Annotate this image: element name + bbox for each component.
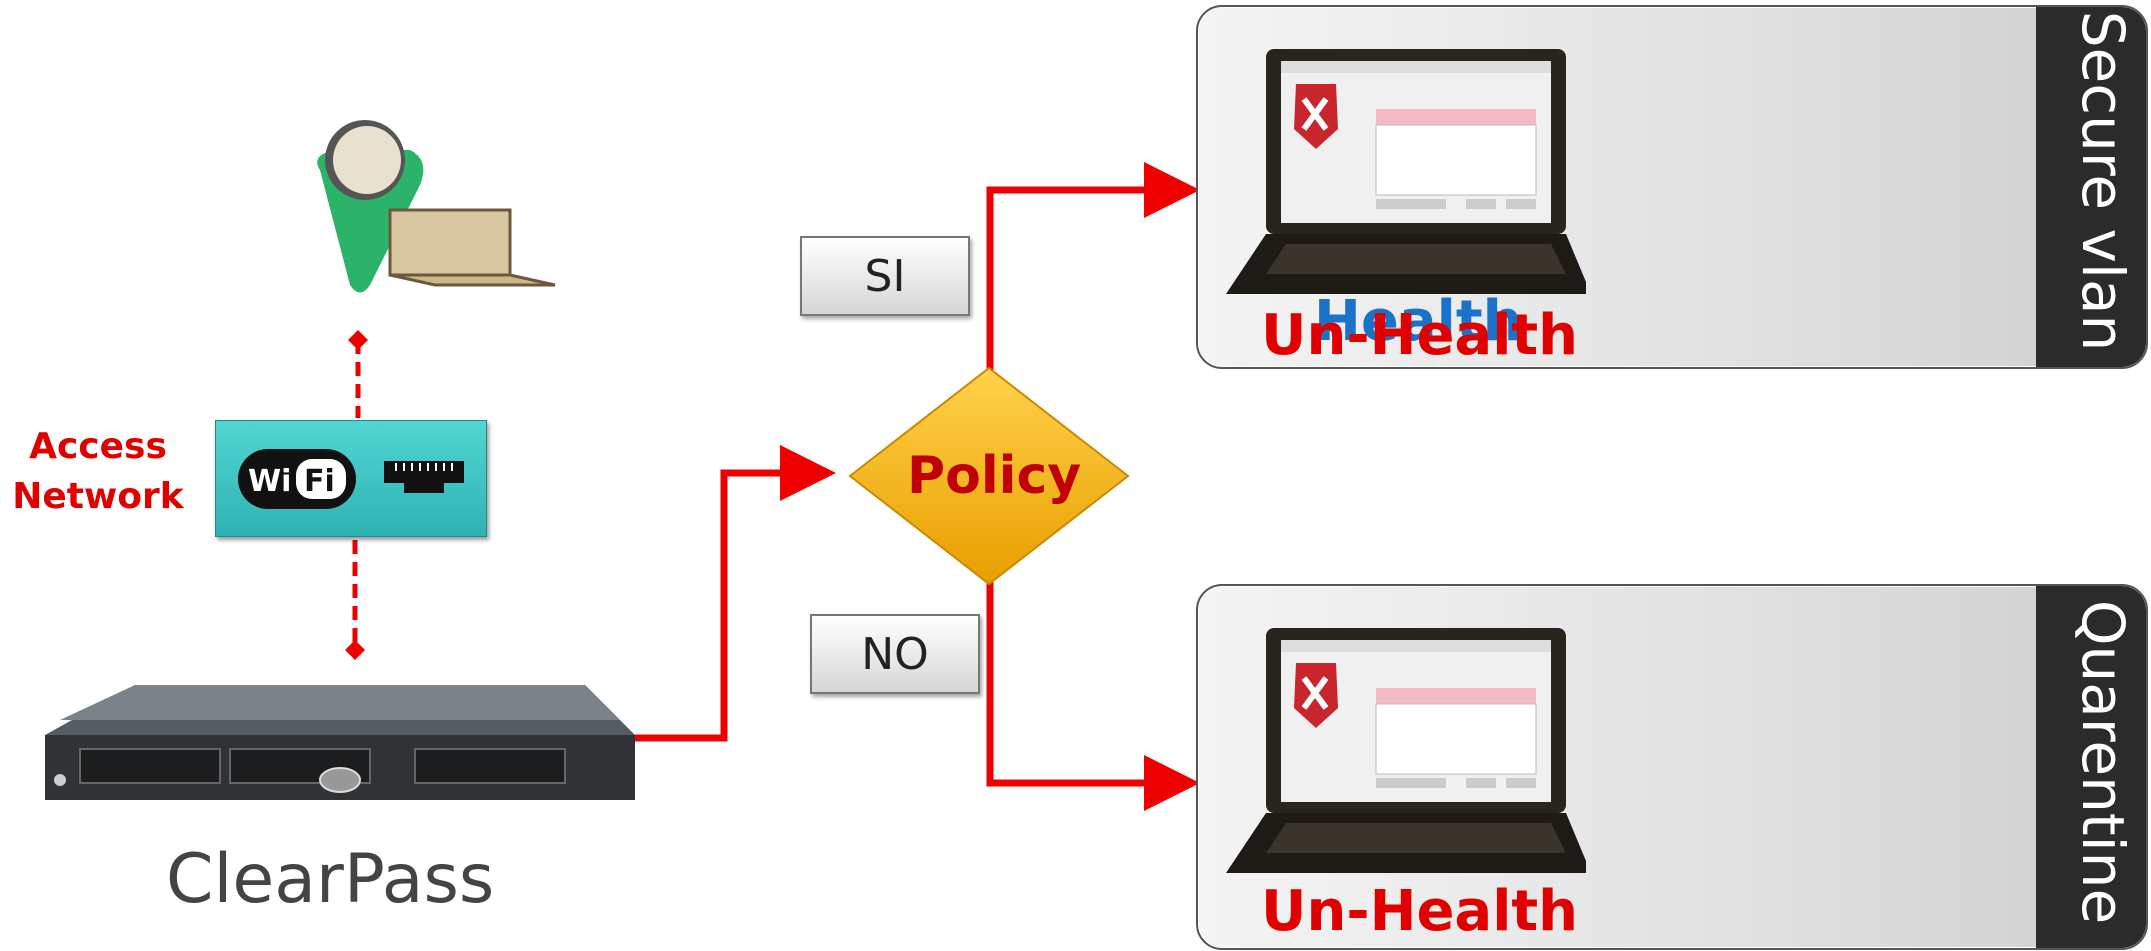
quarantine-vlan-tab [2036,586,2146,948]
access-network-label-line2: Network [12,476,184,517]
quarantine-vlan-tab-label: Quarentine [2069,599,2137,925]
access-network-label: Access Network [8,422,188,522]
access-network-label-line1: Access [29,426,167,467]
svg-text:Fi: Fi [304,464,335,499]
decision-no-label: NO [810,614,980,694]
policy-diamond [848,366,1130,586]
policy-secure-link [986,162,1200,370]
secure-vlan-panel: Secure vlan Health Un-Health [1196,5,2148,369]
secure-vlan-tab-label: Secure vlan [2069,10,2137,352]
health-status-label: Health [1314,289,1523,354]
access-network-switch: Wi Fi [215,420,487,537]
unhealth-status-label: Un-Health [1261,303,1579,368]
server-icon [45,685,635,800]
quarantine-vlan-panel: Quarentine Un-Health [1196,584,2148,950]
unhealth-status-label: Un-Health [1261,879,1579,944]
wifi-icon: Wi Fi [238,449,356,509]
user-laptop-icon [317,120,556,293]
server-policy-link [582,445,836,742]
secure-vlan-tab [2036,7,2146,367]
server-label: ClearPass [166,840,495,919]
laptop-icon [1226,628,1586,873]
policy-label: Policy [907,446,1082,506]
svg-text:Wi: Wi [248,464,291,499]
policy-quarantine-link [986,582,1200,811]
ethernet-port-icon [384,461,464,493]
decision-yes-label: SI [800,236,970,316]
laptop-icon [1226,49,1586,294]
